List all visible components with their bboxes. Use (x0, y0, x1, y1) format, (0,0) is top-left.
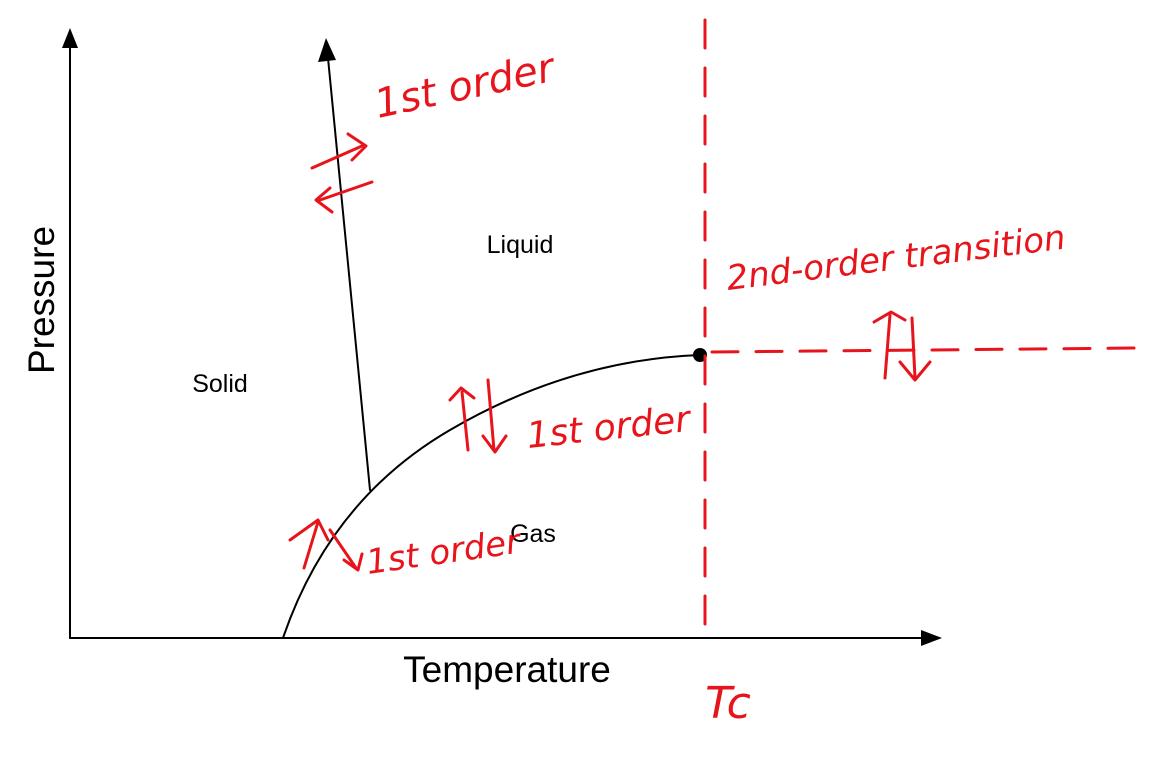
vaporization-curve-annotation: 1st order (525, 399, 694, 457)
supercritical-dashed-line (710, 346, 1142, 354)
sublimation-curve-annotation: 1st order (364, 521, 525, 582)
critical-temperature-label: Tc (705, 678, 751, 729)
melting-line-double-arrow-icon (310, 132, 374, 214)
melting-line-annotation: 1st order (371, 44, 561, 127)
melting-line (327, 57, 371, 491)
sublimation-vaporization-curve (282, 354, 701, 639)
vaporization-double-arrow-icon (448, 378, 508, 454)
critical-isotherm-annotation: 2nd-order transition (724, 218, 1067, 299)
region-label-liquid: Liquid (487, 231, 554, 259)
axes (62, 28, 942, 646)
region-label-solid: Solid (192, 370, 248, 398)
y-axis-arrowhead (62, 28, 78, 48)
region-label-gas: Gas (510, 520, 556, 548)
y-axis-label: Pressure (21, 226, 62, 374)
melting-line-arrowhead (318, 38, 336, 62)
handwritten-annotations: 1st order 1st order 1st order 2nd-order … (288, 18, 1142, 729)
x-axis-arrowhead (921, 630, 942, 646)
supercritical-double-arrow-icon (872, 310, 932, 382)
sublimation-double-arrow-icon (288, 518, 364, 572)
x-axis-label: Temperature (403, 649, 611, 690)
